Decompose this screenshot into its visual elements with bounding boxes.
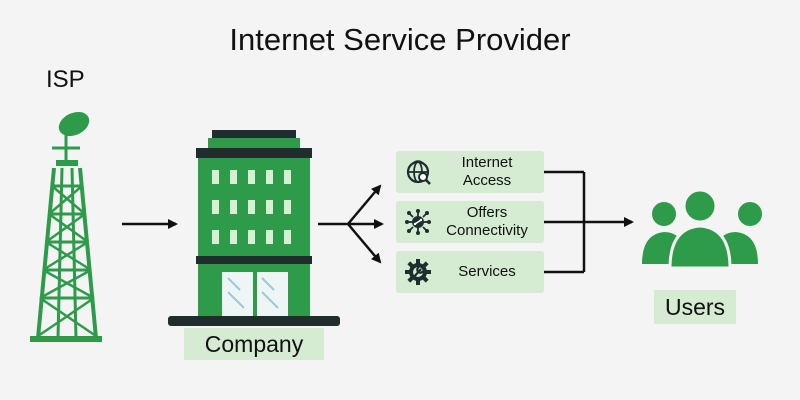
company-label: Company: [184, 328, 324, 360]
users-label: Users: [654, 290, 736, 324]
isp-tower-icon: [30, 111, 102, 342]
users-group-icon: [642, 188, 762, 270]
service-label: Services: [458, 263, 516, 280]
fanout-arrows: [318, 184, 384, 264]
gear-wrench-icon: [402, 256, 434, 288]
service-services: Services: [396, 251, 544, 293]
isp-label: ISP: [46, 66, 85, 93]
globe-search-icon: [402, 156, 434, 188]
company-building-icon: [168, 130, 340, 326]
merge-connector: [544, 170, 634, 274]
network-hub-icon: [402, 206, 434, 238]
page-title: Internet Service Provider: [229, 22, 571, 57]
